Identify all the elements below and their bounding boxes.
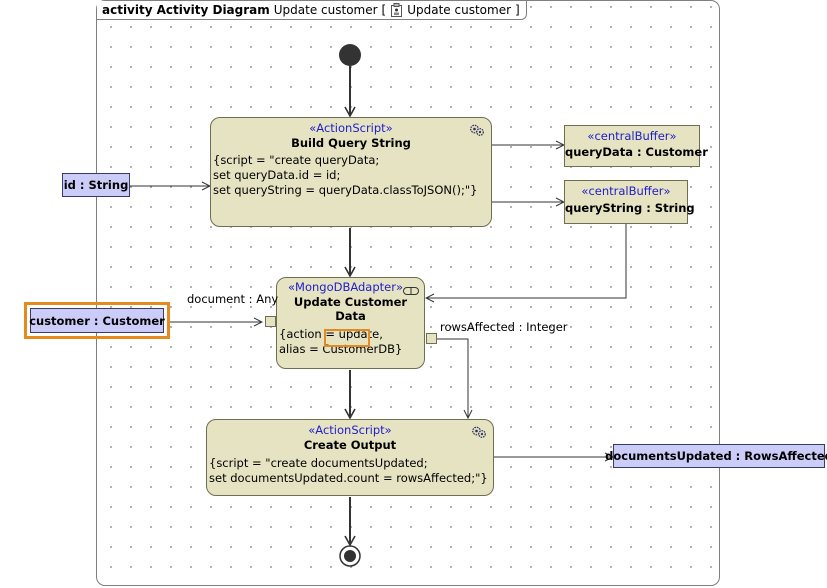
flow-label-document: document : Any bbox=[187, 292, 279, 306]
initial-node[interactable] bbox=[339, 44, 361, 66]
highlight-update-value bbox=[324, 329, 370, 347]
central-buffer-query-string[interactable]: «centralBuffer» queryString : String bbox=[564, 180, 695, 224]
frame-bracket-open: [ bbox=[381, 3, 387, 17]
activity-diagram-icon bbox=[390, 3, 403, 17]
rake-icon bbox=[403, 284, 419, 295]
final-node[interactable] bbox=[339, 545, 361, 567]
gears-icon bbox=[469, 123, 485, 137]
frame-kind: activity bbox=[102, 3, 153, 17]
query-data-stereotype: «centralBuffer» bbox=[587, 129, 677, 143]
parameter-customer[interactable]: customer : Customer bbox=[29, 308, 165, 333]
build-query-body-line: set queryString = queryData.classToJSON(… bbox=[213, 183, 478, 197]
update-customer-name-line1: Update Customer bbox=[293, 295, 408, 309]
create-output-body-line: set documentsUpdated.count = rowsAffecte… bbox=[209, 471, 488, 485]
create-output-body-line: {script = "create documentsUpdated; bbox=[209, 456, 428, 470]
build-query-stereotype: «ActionScript» bbox=[309, 121, 393, 135]
parameter-documents-updated[interactable]: documentsUpdated : RowsAffected bbox=[605, 444, 827, 468]
create-output-stereotype: «ActionScript» bbox=[308, 423, 392, 437]
flow-label-rows-affected: rowsAffected : Integer bbox=[440, 320, 568, 334]
build-query-body-line: {script = "create queryData; bbox=[213, 153, 380, 167]
update-customer-body-suffix: , bbox=[379, 327, 383, 341]
query-string-label: queryString : String bbox=[565, 201, 695, 215]
action-update-customer-data[interactable]: «MongoDBAdapter» Update Customer Data {a… bbox=[276, 277, 425, 369]
frame-diagram-name: Update customer bbox=[273, 3, 378, 17]
action-build-query-string[interactable]: «ActionScript» Build Query String {scrip… bbox=[210, 117, 492, 227]
flow-query-string-to-update-customer[interactable] bbox=[426, 224, 627, 298]
build-query-body-line: set queryData.id = id; bbox=[213, 168, 341, 182]
diagram-frame-header: activity Activity Diagram Update custome… bbox=[97, 1, 527, 20]
update-customer-body-prefix: {action = bbox=[279, 327, 339, 341]
query-string-stereotype: «centralBuffer» bbox=[581, 184, 671, 198]
frame-bracket-close: ] bbox=[515, 3, 520, 17]
input-pin-document[interactable] bbox=[265, 316, 276, 327]
update-customer-stereotype: «MongoDBAdapter» bbox=[287, 280, 404, 294]
query-data-label: queryData : Customer bbox=[565, 145, 708, 159]
frame-diagram-type: Activity Diagram bbox=[156, 3, 270, 17]
central-buffer-query-data[interactable]: «centralBuffer» queryData : Customer bbox=[564, 125, 708, 167]
action-create-output[interactable]: «ActionScript» Create Output {script = "… bbox=[206, 419, 494, 496]
update-customer-name-line2: Data bbox=[335, 309, 366, 323]
build-query-name: Build Query String bbox=[291, 136, 411, 150]
create-output-name: Create Output bbox=[303, 438, 397, 452]
highlight-customer-parameter bbox=[24, 302, 170, 339]
output-pin-rows-affected[interactable] bbox=[426, 333, 437, 344]
flow-rows-affected-to-create-output[interactable] bbox=[437, 338, 468, 418]
frame-context: Update customer bbox=[407, 3, 512, 17]
parameter-id[interactable]: id : String bbox=[62, 173, 130, 197]
gears-icon bbox=[471, 425, 487, 439]
